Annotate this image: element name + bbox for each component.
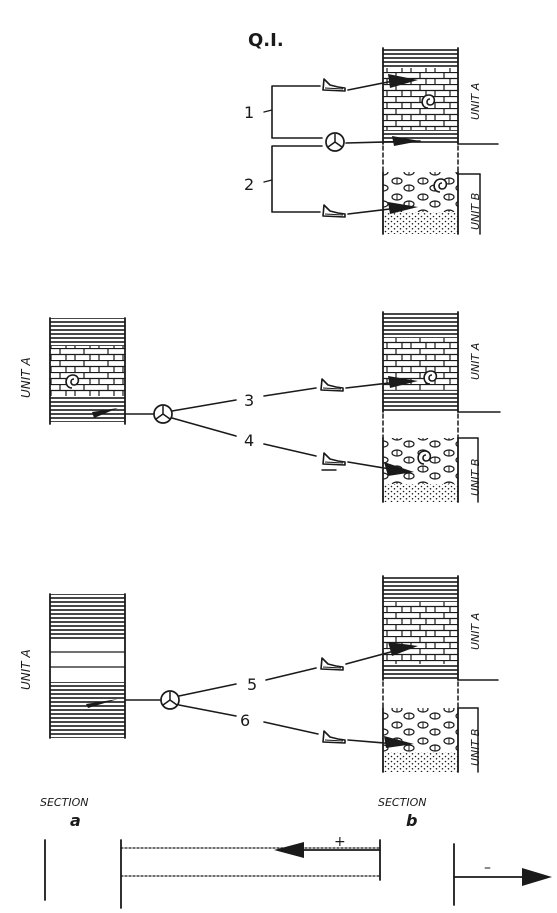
offset-arrows: + – (45, 834, 552, 908)
column-a-panel-3 (50, 594, 125, 738)
shoe-horizon-icon (323, 731, 345, 743)
marker-number-6: 6 (240, 711, 250, 730)
panel-1: UNIT A UNIT B 1 2 (244, 48, 498, 234)
trefoil-circle-icon (154, 405, 172, 423)
unit-a-label: UNIT A (469, 613, 482, 650)
unit-a-label-left: UNIT A (19, 649, 33, 690)
shoe-horizon-icon (321, 379, 343, 391)
section-a-word: SECTION (40, 796, 88, 809)
arrow-right-icon (522, 868, 552, 886)
figure-title: Q.I. (248, 30, 284, 51)
shoe-horizon-icon (321, 658, 343, 670)
section-labels: SECTION a SECTION b (40, 796, 426, 830)
trefoil-circle-icon (161, 691, 179, 709)
trefoil-circle-icon (326, 133, 344, 151)
unit-b-label: UNIT B (469, 459, 482, 496)
panel-3: UNIT A UNIT A UNIT B 5 6 (19, 576, 498, 772)
minus-sign: – (484, 860, 491, 876)
section-a-letter: a (70, 811, 81, 830)
arrow-left-icon (274, 842, 304, 858)
marker-number-4: 4 (244, 431, 254, 450)
unit-b-label: UNIT B (469, 193, 482, 230)
unit-b-label: UNIT B (469, 729, 482, 766)
marker-number-2: 2 (244, 175, 254, 194)
marker-number-5: 5 (247, 675, 257, 694)
plus-sign: + (334, 834, 346, 850)
column-a-panel-2 (50, 318, 125, 424)
marker-number-3: 3 (244, 391, 254, 410)
section-b-letter: b (406, 811, 417, 830)
unit-a-label: UNIT A (469, 343, 482, 380)
shoe-horizon-icon (323, 205, 345, 217)
section-b-word: SECTION (378, 796, 426, 809)
unit-a-label-left: UNIT A (19, 357, 33, 398)
shoe-horizon-icon (323, 79, 345, 91)
marker-number-1: 1 (244, 103, 254, 122)
panel-2: UNIT A UNIT A UNIT B 3 4 (19, 312, 500, 502)
unit-a-label: UNIT A (469, 83, 482, 120)
shoe-horizon-icon (323, 453, 345, 465)
